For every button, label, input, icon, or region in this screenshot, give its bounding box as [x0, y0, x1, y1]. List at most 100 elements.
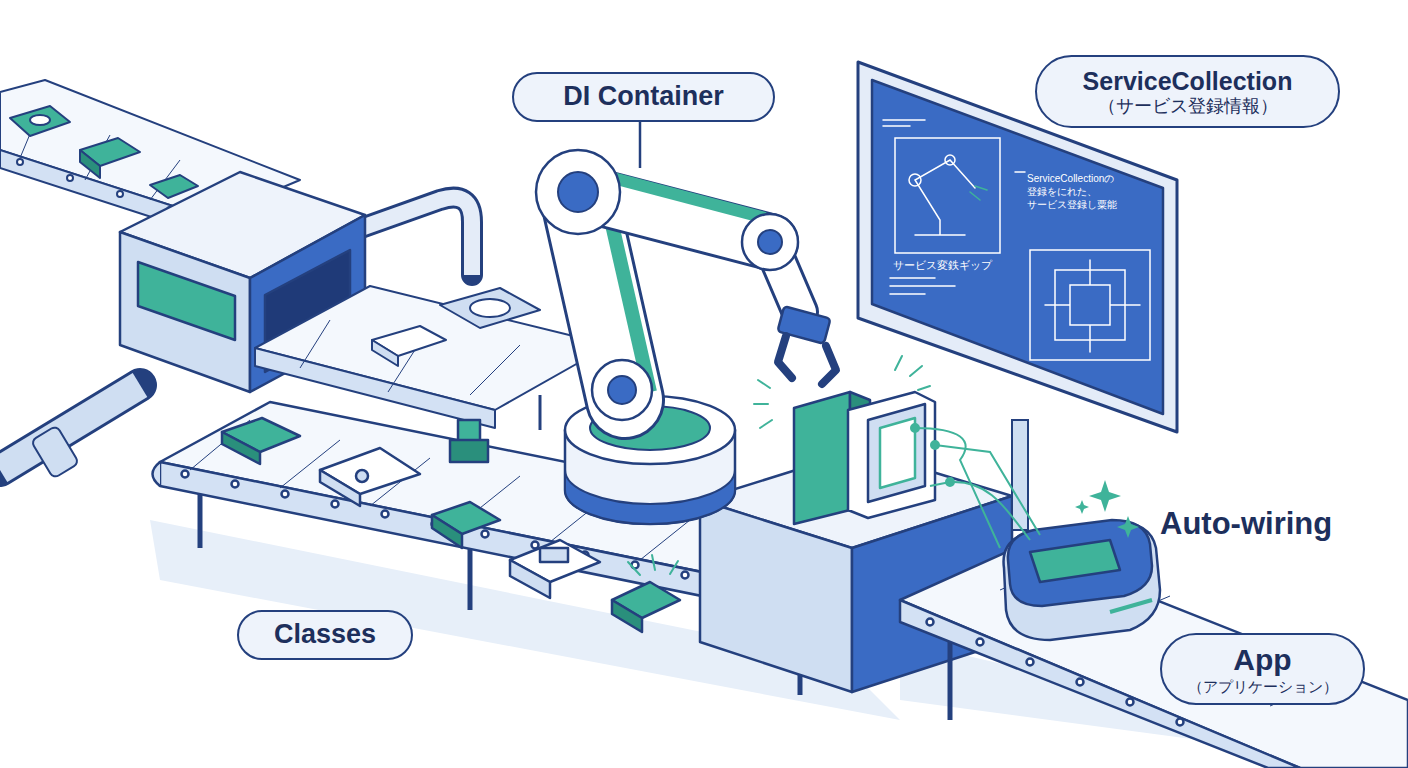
middle-conveyor: [300, 320, 330, 368]
robot-arm: [822, 346, 836, 384]
component-pill: ServiceCollection（サービス登録情報）: [1035, 55, 1340, 128]
main-conveyor: [468, 545, 473, 610]
sparkle-marks: [910, 366, 922, 376]
sparkle-marks: [628, 356, 930, 575]
main-conveyor: [182, 471, 189, 478]
grabbed-component: [848, 392, 935, 518]
main-conveyor: [450, 440, 488, 462]
monitor-frame: [872, 80, 1163, 414]
output-conveyor: [1027, 659, 1034, 666]
node-title: ServiceCollectionの 登録をにれた、 サービス登録し粟能: [1027, 172, 1159, 211]
monitor-frame: [855, 60, 1180, 435]
sparkle-stars: [1075, 500, 1089, 514]
middle-conveyor: [539, 395, 542, 430]
sparkle-marks: [754, 403, 768, 405]
robot-arm: [608, 376, 636, 404]
overhead-rail: [350, 198, 472, 275]
upper-conveyor: [17, 159, 23, 165]
node-title: App: [1233, 643, 1291, 678]
main-conveyor: [682, 572, 689, 579]
overhead-rail: [350, 198, 472, 275]
wiring-lines: [946, 478, 954, 486]
middle-conveyor: [255, 286, 610, 410]
robot-arm: [565, 470, 735, 524]
upper-conveyor: [150, 175, 198, 198]
upper-conveyor: [30, 115, 50, 125]
sparkle-marks: [628, 562, 640, 575]
robot-arm: [592, 360, 652, 420]
monitor-post: [1012, 420, 1028, 530]
monitor-frame: [909, 174, 921, 186]
grabbed-component: [880, 418, 915, 488]
main-conveyor: [153, 462, 161, 486]
monitor-frame: [1015, 171, 1025, 173]
sparkle-stars: [1117, 516, 1139, 538]
main-conveyor: [282, 491, 289, 498]
press-machine: [120, 232, 250, 392]
main-conveyor: [320, 470, 360, 506]
output-conveyor: [1127, 699, 1134, 706]
node-subtitle: （アプリケーション）: [1188, 678, 1338, 695]
sparkle-marks: [758, 380, 770, 388]
monitor-frame: [1030, 250, 1150, 360]
robot-arm: [558, 172, 598, 212]
main-conveyor: [612, 600, 642, 632]
grabbed-component: [868, 404, 925, 502]
press-machine: [138, 262, 235, 340]
upper-conveyor: [67, 175, 73, 181]
sparkle-marks: [652, 555, 655, 570]
sparkle-marks: [760, 420, 772, 428]
output-conveyor: [948, 640, 953, 720]
output-conveyor: [927, 619, 934, 626]
monitor-frame: [858, 62, 1177, 432]
monitor-frame: [890, 278, 955, 294]
main-conveyor: [232, 481, 239, 488]
monitor-frame: [883, 120, 1150, 360]
wiring-lines: [930, 482, 1030, 540]
middle-conveyor: [440, 288, 540, 328]
main-conveyor: [198, 488, 203, 548]
node-title: Classes: [274, 619, 376, 650]
main-conveyor: [532, 542, 539, 549]
grabbed-component: [794, 392, 850, 524]
robot-arm: [742, 214, 798, 270]
node-subtitle: サービス変鉄ギップ: [893, 258, 1023, 272]
main-conveyor: [382, 511, 389, 518]
middle-conveyor: [470, 299, 510, 317]
output-module: [1030, 540, 1120, 582]
robot-arm: [778, 336, 792, 378]
main-conveyor: [540, 548, 568, 562]
main-conveyor: [432, 515, 462, 548]
wiring-lines: [931, 441, 939, 449]
sparkle-stars: [1075, 480, 1139, 538]
sparkle-marks: [895, 356, 902, 370]
leader-line: [639, 122, 642, 168]
main-conveyor: [482, 531, 489, 538]
feed-pipe: [31, 425, 79, 478]
upper-conveyor: [117, 191, 123, 197]
node-subtitle: （サービス登録情報）: [1098, 96, 1278, 117]
monitor-frame: [895, 138, 1000, 253]
upper-conveyor: [10, 106, 70, 136]
main-conveyor: [510, 560, 550, 598]
monitor-frame: [970, 186, 987, 200]
sparkle-marks: [670, 561, 678, 574]
grabbed-component: [794, 392, 935, 524]
monitor-frame: [945, 155, 955, 165]
main-conveyor: [332, 501, 339, 508]
annotation-label: Auto-wiring: [1160, 506, 1332, 542]
overhead-rail: [350, 198, 472, 275]
monitor-frame: [883, 120, 925, 126]
upper-conveyor: [80, 150, 100, 178]
node-title: DI Container: [563, 81, 724, 112]
monitor-frame: [1045, 260, 1140, 352]
middle-conveyor: [255, 286, 610, 430]
main-conveyor: [222, 432, 260, 464]
output-conveyor: [1077, 679, 1084, 686]
robot-arm: [536, 150, 836, 524]
wiring-lines: [911, 424, 919, 432]
output-module: [1110, 600, 1152, 612]
middle-conveyor: [372, 340, 398, 366]
sparkle-marks: [918, 386, 930, 390]
